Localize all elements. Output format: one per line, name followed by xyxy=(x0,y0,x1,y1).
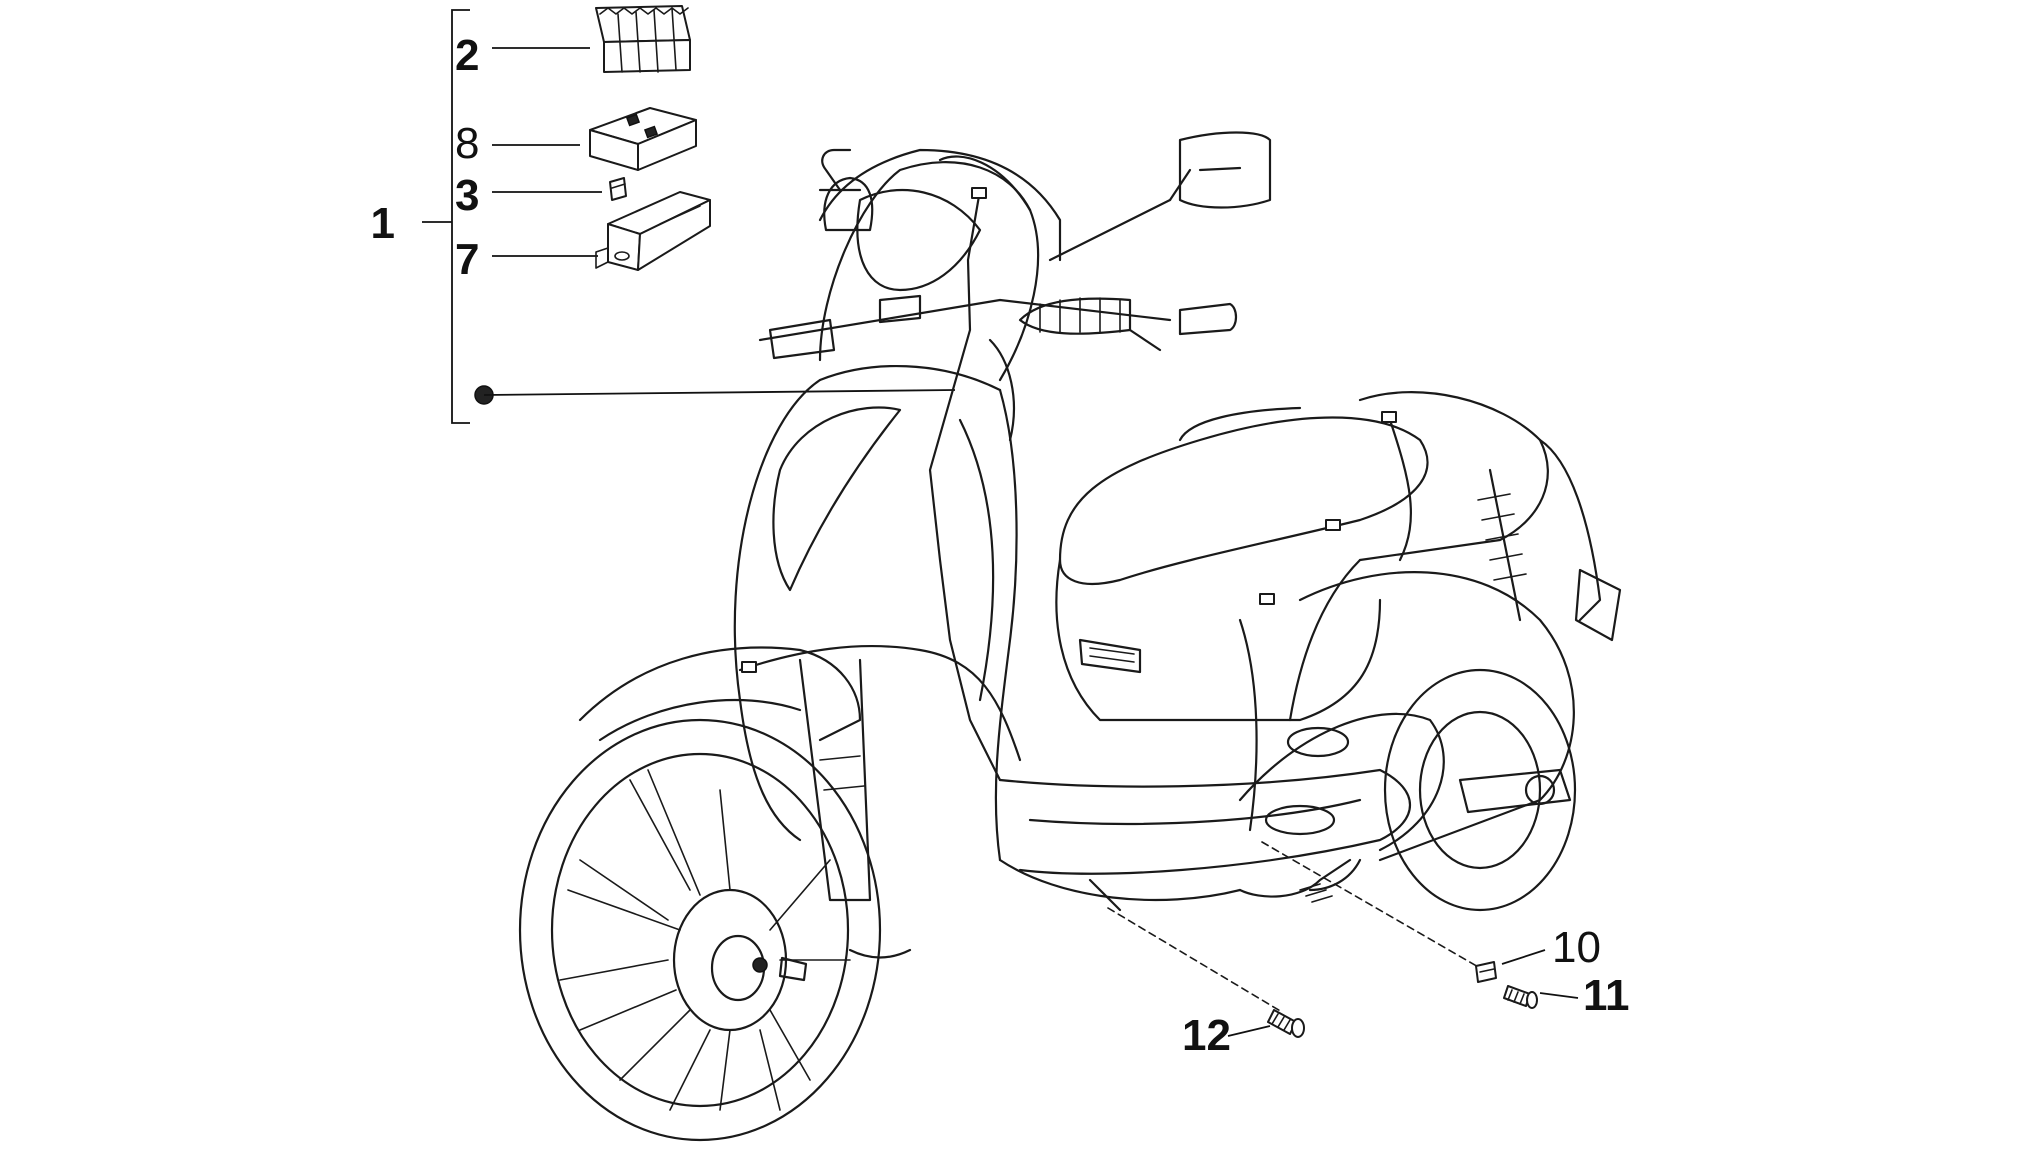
callout-1: 1 xyxy=(371,199,395,248)
callout-10: 10 xyxy=(1552,923,1601,972)
fuse-box xyxy=(595,5,691,73)
fuse-box-bracket xyxy=(595,191,711,271)
fuse-holder xyxy=(589,107,697,171)
screw-12 xyxy=(1267,1009,1305,1038)
scooter-drawing xyxy=(518,131,1622,1142)
callout-3: 3 xyxy=(455,171,479,220)
assembly-bracket xyxy=(422,9,956,424)
clip xyxy=(1475,961,1497,983)
leader-lines xyxy=(492,47,1579,1037)
callout-12: 12 xyxy=(1182,1011,1231,1060)
callout-8: 8 xyxy=(455,119,479,168)
callout-2: 2 xyxy=(455,31,479,80)
screw-11 xyxy=(1503,985,1538,1009)
callout-7: 7 xyxy=(455,235,479,284)
callout-11: 11 xyxy=(1583,971,1630,1020)
fuse xyxy=(609,177,627,201)
